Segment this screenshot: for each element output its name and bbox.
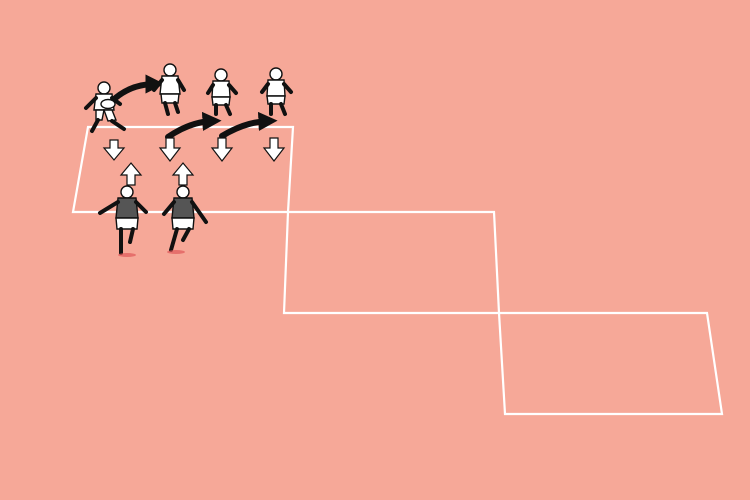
run-arrow-down-3 (210, 137, 234, 162)
attacker-1 (84, 81, 126, 133)
grid-lines (71, 125, 724, 416)
run-arrow-down-2 (158, 137, 182, 162)
attacker-2 (152, 63, 186, 116)
defenders (98, 185, 208, 257)
pass-arrow-2 (165, 111, 222, 140)
defender-2 (162, 185, 208, 254)
rugby-ball-icon (100, 98, 116, 110)
pass-arrow-3 (219, 111, 278, 139)
attacker-4 (260, 67, 293, 116)
run-arrow-up-2 (171, 162, 195, 186)
run-arrow-down-1 (102, 139, 126, 161)
attackers (84, 63, 293, 133)
attacker-3 (206, 68, 238, 116)
run-arrow-up-1 (119, 162, 143, 186)
grid-box-3 (497, 311, 724, 416)
run-arrow-down-4 (262, 137, 286, 162)
defender-1 (98, 185, 148, 257)
run-arrows (102, 137, 286, 186)
